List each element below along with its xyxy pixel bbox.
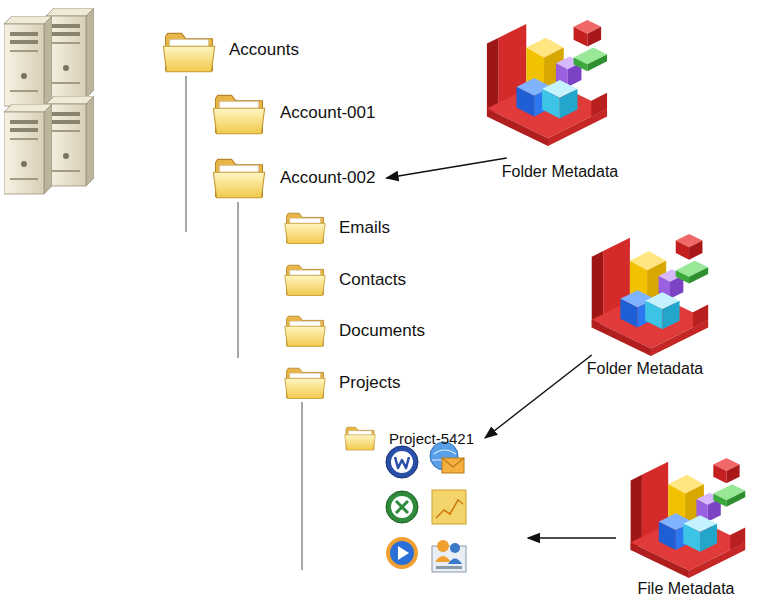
folder-icon — [285, 265, 325, 295]
folder-icon — [285, 316, 325, 346]
label-text: Folder Metadata — [587, 360, 704, 378]
folder-label: Account-002 — [277, 166, 378, 190]
folder-label: Projects — [336, 371, 403, 395]
label-text: Emails — [339, 218, 390, 238]
connector-arrow — [485, 355, 592, 438]
folder-label: Account-001 — [277, 101, 378, 125]
folder-icon — [163, 33, 214, 71]
label-text: Account-001 — [280, 103, 375, 123]
folder-icon — [213, 159, 264, 197]
folder-label: Contacts — [336, 268, 409, 292]
label-text: Folder Metadata — [502, 163, 619, 181]
metadata-label: Folder Metadata — [499, 161, 622, 183]
file-icons — [386, 442, 466, 572]
metadata-icon — [631, 458, 746, 578]
folder-label: Documents — [336, 319, 428, 343]
leader-arrow — [528, 537, 616, 539]
label-text: Project-5421 — [389, 430, 474, 447]
tree-line — [301, 402, 303, 570]
tree-line — [185, 76, 187, 232]
label-text: Projects — [339, 373, 400, 393]
server-unit — [4, 104, 52, 194]
metadata-icons — [487, 20, 745, 578]
folder-label: Project-5421 — [386, 428, 477, 449]
folder-icon — [213, 95, 264, 133]
label-text: Documents — [339, 321, 425, 341]
tree-line — [237, 202, 239, 358]
server-unit — [46, 96, 94, 186]
metadata-label: File Metadata — [635, 578, 738, 600]
label-text: Accounts — [229, 40, 299, 60]
label-text: File Metadata — [638, 580, 735, 598]
connector-arrow — [386, 158, 506, 178]
media-file-icon — [386, 537, 418, 569]
metadata-icon — [592, 234, 708, 356]
folder-icon — [285, 368, 325, 398]
spreadsheet-file-icon — [386, 491, 418, 523]
folder-icon — [285, 213, 325, 243]
metadata-icon — [487, 20, 607, 146]
contacts-file-icon — [432, 540, 466, 572]
document-file-icon — [386, 446, 418, 478]
label-text: Account-002 — [280, 168, 375, 188]
folder-label: Accounts — [226, 38, 302, 62]
server-unit — [46, 8, 94, 98]
label-text: Contacts — [339, 270, 406, 290]
email-file-icon — [430, 442, 464, 473]
server-unit — [4, 16, 52, 106]
tree-lines — [186, 76, 302, 570]
server-illustration — [4, 8, 94, 194]
chart-file-icon — [432, 490, 466, 524]
folder-icon — [345, 427, 376, 450]
folder-label: Emails — [336, 216, 393, 240]
metadata-label: Folder Metadata — [584, 358, 707, 380]
